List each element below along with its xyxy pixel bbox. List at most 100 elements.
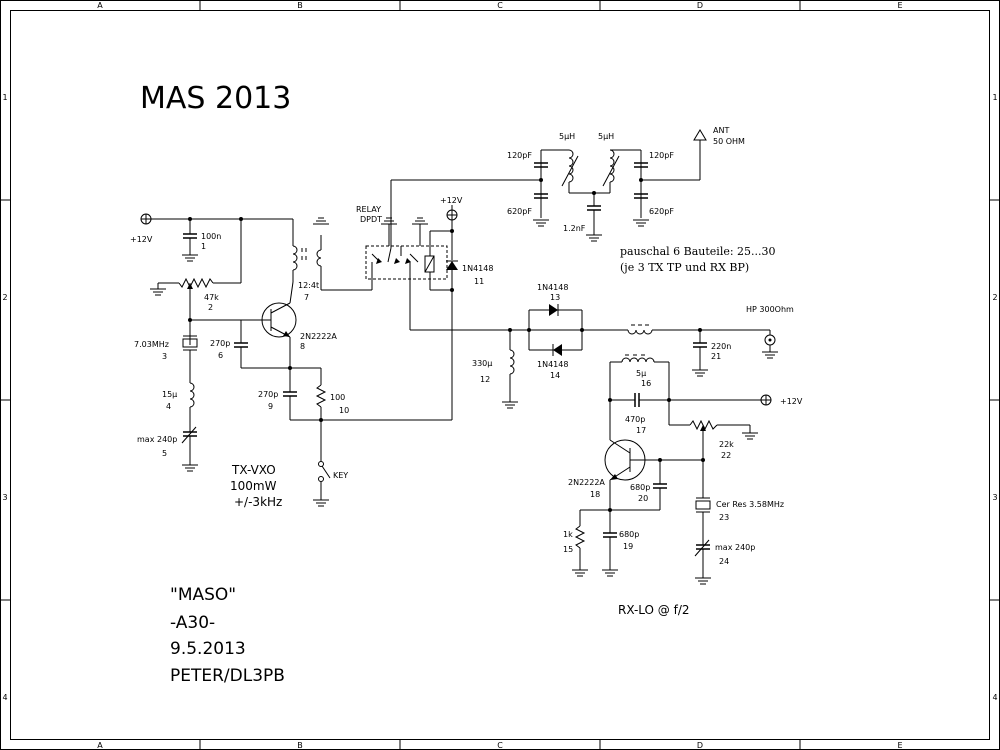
tx-vxo-circuit: +12V 100n 1 47k 2 7.03MHz 3 15µ 4 <box>130 213 452 507</box>
txvxo-line2: 100mW <box>230 479 277 493</box>
ground-icon <box>181 464 199 472</box>
l16-value: 5µ <box>636 369 646 378</box>
r22-ref: 22 <box>721 451 731 460</box>
x3-value: 7.03MHz <box>134 340 169 349</box>
d14-type: 1N4148 <box>537 360 568 369</box>
r10-ref: 10 <box>339 406 349 415</box>
col-label: E <box>897 741 902 750</box>
c24-value: max 240p <box>715 543 755 552</box>
ground-icon <box>149 288 167 296</box>
cap-120pf-left: 120pF <box>507 151 532 160</box>
capacitor-c20 <box>652 483 668 489</box>
pauschal-note: pauschal 6 Bauteile: 25...30 (je 3 TX TP… <box>620 245 776 274</box>
cap-620pf-right: 620pF <box>649 207 674 216</box>
d11-ref: 11 <box>474 277 484 286</box>
ground-icon <box>571 569 589 577</box>
relay-dpdt <box>365 245 448 280</box>
col-label: A <box>97 1 103 10</box>
capacitor-c9 <box>282 391 298 397</box>
ground-icon <box>312 217 330 225</box>
r22-value: 22k <box>719 440 734 449</box>
d13-type: 1N4148 <box>537 283 568 292</box>
q18-type: 2N2222A <box>568 478 605 487</box>
d14-ref: 14 <box>550 371 560 380</box>
c6-value: 270p <box>210 339 230 348</box>
col-label: C <box>497 1 503 10</box>
pauschal-line1: pauschal 6 Bauteile: 25...30 <box>620 245 776 258</box>
capacitor-c19 <box>602 532 618 538</box>
ground-icon <box>532 219 550 227</box>
c5-ref: 5 <box>162 449 167 458</box>
l16-ref: 16 <box>641 379 651 388</box>
antenna-icon <box>693 129 707 141</box>
plus12v-terminal-icon <box>140 213 152 225</box>
row-label: 4 <box>2 693 7 702</box>
col-label: B <box>297 1 303 10</box>
info-date: 9.5.2013 <box>170 639 246 659</box>
d11-type: 1N4148 <box>462 264 493 273</box>
x23-value: Cer Res 3.58MHz <box>716 500 784 509</box>
c20-ref: 20 <box>638 494 648 503</box>
txvxo-line3: +/-3kHz <box>234 495 282 509</box>
c1-value: 100n <box>201 232 221 241</box>
ground-icon <box>411 217 429 225</box>
capacitor-c21 <box>692 342 708 348</box>
relay-12v-label: +12V <box>440 196 463 205</box>
l-filter-1-value: 5µH <box>559 132 575 141</box>
plus12v-terminal-icon <box>760 394 772 406</box>
t7-ratio: 12:4t <box>298 281 319 290</box>
col-label: B <box>297 741 303 750</box>
row-label: 1 <box>2 93 7 102</box>
row-label: 2 <box>992 293 997 302</box>
q8-ref: 8 <box>300 342 305 351</box>
ground-icon <box>585 234 603 242</box>
r15-value: 1k <box>563 530 573 539</box>
r2-ref: 2 <box>208 303 213 312</box>
capacitor-c17 <box>634 392 640 408</box>
c1-ref: 1 <box>201 242 206 251</box>
c19-ref: 19 <box>623 542 633 551</box>
info-block: "MASO" -A30- 9.5.2013 PETER/DL3PB <box>170 585 285 686</box>
c6-ref: 6 <box>218 351 223 360</box>
txvxo-note: TX-VXO 100mW +/-3kHz <box>230 463 282 509</box>
hp-label: HP 300Ohm <box>746 305 794 314</box>
row-label: 3 <box>2 493 7 502</box>
rx-lo: 5µ 16 470p 17 +12V 22k 22 2N2222A 18 <box>563 354 803 585</box>
c19-value: 680p <box>619 530 639 539</box>
row-label: 2 <box>2 293 7 302</box>
c9-ref: 9 <box>268 402 273 411</box>
pauschal-line2: (je 3 TX TP und RX BP) <box>620 261 749 274</box>
c21-value: 220n <box>711 342 731 351</box>
q8-type: 2N2222A <box>300 332 337 341</box>
ground-icon <box>761 351 779 359</box>
capacitor-c6 <box>233 342 249 348</box>
d13-ref: 13 <box>550 293 560 302</box>
col-label: A <box>97 741 103 750</box>
col-label: D <box>697 741 703 750</box>
ground-icon <box>181 254 199 262</box>
c21-ref: 21 <box>711 352 721 361</box>
row-label: 4 <box>992 693 997 702</box>
capacitor-c1 <box>182 233 198 239</box>
ground-icon <box>312 499 330 507</box>
capacitor-1-2nf <box>586 205 602 211</box>
relay-type: DPDT <box>360 215 382 224</box>
col-label: E <box>897 1 902 10</box>
bandpass-filter: 5µH 5µH 120pF 620pF 1.2nF 120pF 620pF <box>507 126 745 242</box>
info-author: PETER/DL3PB <box>170 666 285 686</box>
l4-ref: 4 <box>166 402 171 411</box>
col-label: D <box>697 1 703 10</box>
row-label: 1 <box>992 93 997 102</box>
c17-ref: 17 <box>636 426 646 435</box>
ground-icon <box>691 369 709 377</box>
t7-ref: 7 <box>304 293 309 302</box>
ground-icon <box>694 577 712 585</box>
l12-ref: 12 <box>480 375 490 384</box>
r15-ref: 15 <box>563 545 573 554</box>
relay-label: RELAY <box>356 205 381 214</box>
rxlo-note: RX-LO @ f/2 <box>618 603 690 617</box>
l-filter-2-value: 5µH <box>598 132 614 141</box>
txvxo-line1: TX-VXO <box>231 463 276 477</box>
c9-value: 270p <box>258 390 278 399</box>
